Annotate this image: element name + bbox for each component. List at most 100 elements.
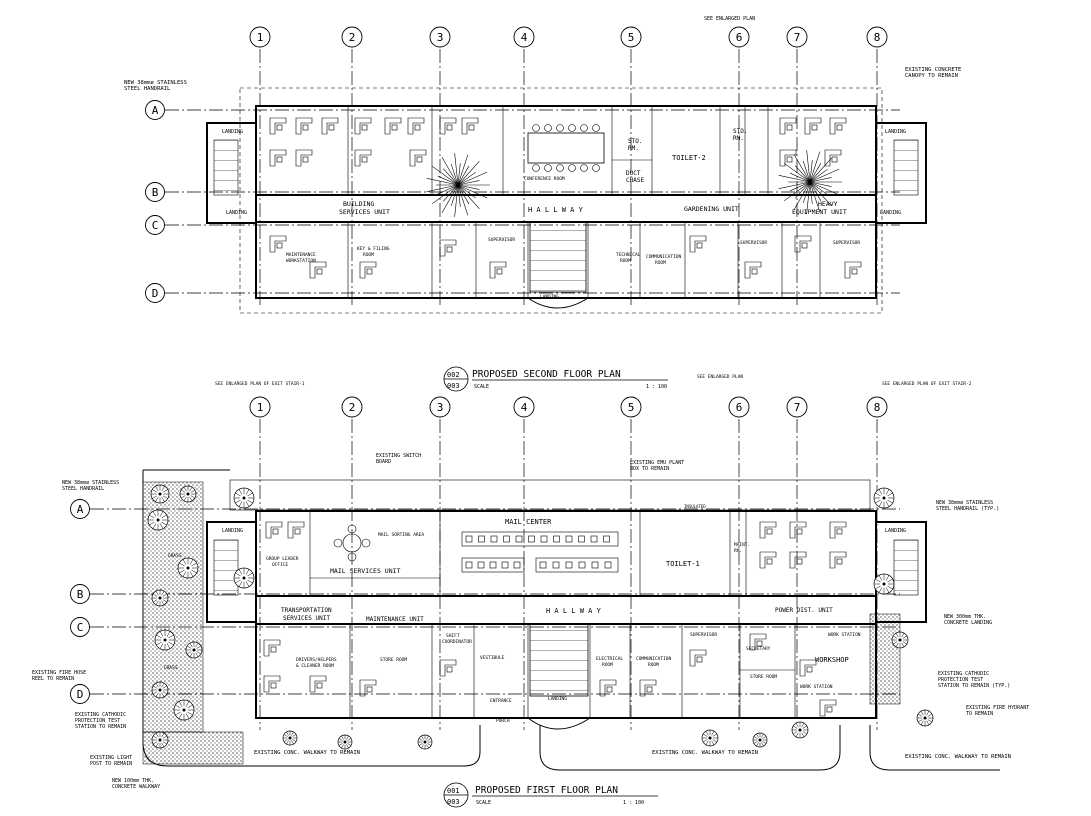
ff-note-hydrant-1: EXISTING FIRE HYDRANT	[966, 705, 1029, 711]
grid-bubble-col-8	[866, 396, 888, 418]
sf-room-key-2: ROOM	[363, 252, 374, 258]
grid-label-col-8: 8	[874, 401, 881, 414]
ff-landing-left-label: LANDING	[222, 528, 243, 534]
grid-bubble-col-4	[513, 396, 535, 418]
ff-note-cathodic-r-1: EXISTING CATHODIC	[938, 671, 989, 677]
sf-note-handrail-1: NEW 38mmø STAINLESS	[124, 80, 187, 86]
ff-note-landing-2: CONCRETE LANDING	[944, 620, 992, 626]
sf-landing-stair-label: LANDING	[540, 294, 559, 300]
grid-label-col-1: 1	[257, 401, 264, 414]
ff-room-secretary: SECRETARY	[746, 646, 771, 652]
sf-landing-left	[206, 122, 257, 224]
grid-label-row-B: B	[77, 588, 84, 601]
ff-room-drivers-2: & CLEANER ROOM	[296, 663, 334, 669]
ff-note-handrail-r-2: STEEL HANDRAIL (TYP.)	[936, 506, 999, 512]
ff-note-cathodic-r-3: STATION TO REMAIN (TYP.)	[938, 683, 1010, 689]
ff-room-transport-1: TRANSPORTATION	[281, 607, 332, 614]
ff-landscape-right	[869, 613, 901, 705]
ff-room-work-station-2: WORK STATION	[800, 684, 833, 690]
grid-bubble-row-B	[70, 584, 90, 604]
sf-room-supervisor-1: SUPERVISOR	[488, 237, 515, 243]
ff-room-porch: PORCH	[496, 718, 510, 724]
ff-note-handrail-r-1: NEW 38mmø STAINLESS	[936, 500, 993, 506]
grid-label-col-6: 6	[736, 401, 743, 414]
ff-room-power-dist: POWER DIST. UNIT	[775, 607, 833, 614]
ff-scale-value: 1 : 100	[623, 800, 644, 806]
ff-room-maint-rm-1: MAINT.	[734, 542, 750, 548]
sf-central-stair	[529, 221, 587, 293]
sf-note-enlarged: SEE ENLARGED PLAN	[704, 16, 755, 22]
sf-conference-table	[527, 124, 605, 172]
ff-room-transport-2: SERVICES UNIT	[283, 615, 330, 622]
sf-room-storage1-2: RM.	[628, 145, 639, 152]
ff-room-shift-2: COORDINATOR	[442, 639, 472, 645]
ff-note-switch-1: EXISTING SWITCH	[376, 453, 421, 459]
ff-central-stair	[529, 623, 589, 697]
ff-note-switch-2: BOARD	[376, 459, 391, 465]
grid-bubble-col-1	[249, 396, 271, 418]
ff-room-mail-center: MAIL CENTER	[505, 518, 552, 526]
ff-insulated: INSULATED	[684, 504, 706, 509]
grid-label-row-A: A	[77, 503, 84, 516]
sf-room-heavy-1: HEAVY	[818, 200, 838, 208]
grid-label-col-7: 7	[794, 31, 801, 44]
sf-north-partitions	[347, 106, 769, 195]
ff-room-maintenance-unit: MAINTENANCE UNIT	[366, 616, 424, 623]
ff-planter-strip	[229, 479, 871, 511]
grid-label-col-6: 6	[736, 31, 743, 44]
sf-room-conference: CONFERENCE ROOM	[524, 176, 565, 182]
ff-grass-1: GRASS	[168, 553, 182, 559]
ff-room-toilet: TOILET-1	[666, 560, 700, 568]
ff-north-partitions	[309, 511, 747, 596]
ff-walkway-2: EXISTING CONC. WALKWAY TO REMAIN	[652, 750, 758, 756]
ff-note-cathodic-r-2: PROTECTION TEST	[938, 677, 983, 683]
ff-south-partitions	[349, 624, 796, 718]
sf-room-storage2-2: RM.	[733, 135, 744, 142]
ff-note-fire-hose-2: REEL TO REMAIN	[32, 676, 74, 682]
ff-note-enlarged: SEE ENLARGED PLAN	[697, 374, 743, 380]
ff-room-mail-services: MAIL SERVICES UNIT	[330, 567, 401, 575]
grid-bubble-col-7	[786, 26, 808, 48]
grid-bubble-row-A	[70, 499, 90, 519]
sf-note-canopy-1: EXISTING CONCRETE	[905, 67, 961, 73]
grid-label-row-C: C	[152, 219, 159, 232]
sf-hallway: H A L L W A Y	[528, 206, 584, 214]
grid-label-col-7: 7	[794, 401, 801, 414]
ff-title-number-top: 001	[447, 787, 460, 795]
sf-scale-value: 1 : 100	[646, 384, 667, 390]
ff-round-table	[333, 524, 371, 562]
grid-label-col-8: 8	[874, 31, 881, 44]
ff-note-walkway-new-2: CONCRETE WALKWAY	[112, 784, 160, 790]
sf-room-duct-2: CHASE	[626, 177, 644, 184]
ff-room-vestibule: VESTIBULE	[480, 655, 505, 661]
sf-room-supervisor-3: SUPERVISOR	[833, 240, 860, 246]
sf-stair-left	[213, 139, 239, 196]
sf-scale-label: SCALE	[474, 384, 489, 390]
ff-grass-2: GRASS	[164, 665, 178, 671]
ff-room-group-leader-2: OFFICE	[272, 562, 289, 568]
sf-room-toilet: TOILET-2	[672, 154, 706, 162]
ff-room-store-1: STORE ROOM	[380, 657, 407, 663]
ff-note-walkway-new-1: NEW 100mm THK.	[112, 778, 154, 784]
ff-note-exit-stair-right: SEE ENLARGED PLAN OF EXIT STAIR-2	[882, 381, 972, 387]
grid-label-row-A: A	[152, 104, 159, 117]
ff-site-mid	[539, 725, 841, 771]
ff-landing-stair-label: LANDING	[548, 696, 567, 702]
grid-label-row-C: C	[77, 621, 84, 634]
grid-label-col-1: 1	[257, 31, 264, 44]
sf-room-duct-1: DUCT	[626, 170, 641, 177]
sf-room-maint-ws-2: WORKSTATION	[286, 258, 316, 264]
sf-title: PROPOSED SECOND FLOOR PLAN	[472, 369, 621, 380]
sf-landing-mid-label: LANDING	[226, 210, 247, 216]
ff-tree-symbols	[147, 484, 934, 750]
ff-room-group-leader-1: GROUP LEADER	[266, 556, 299, 562]
grid-label-col-5: 5	[628, 31, 635, 44]
grid-label-col-2: 2	[349, 31, 356, 44]
ff-title: PROPOSED FIRST FLOOR PLAN	[475, 785, 618, 796]
ff-room-store-2: STORE ROOM	[750, 674, 777, 680]
sf-furniture	[269, 117, 862, 279]
grid-bubble-col-3	[429, 396, 451, 418]
ff-room-drivers-1: DRIVERS/HELPERS	[296, 657, 337, 663]
grid-bubble-col-6	[728, 26, 750, 48]
